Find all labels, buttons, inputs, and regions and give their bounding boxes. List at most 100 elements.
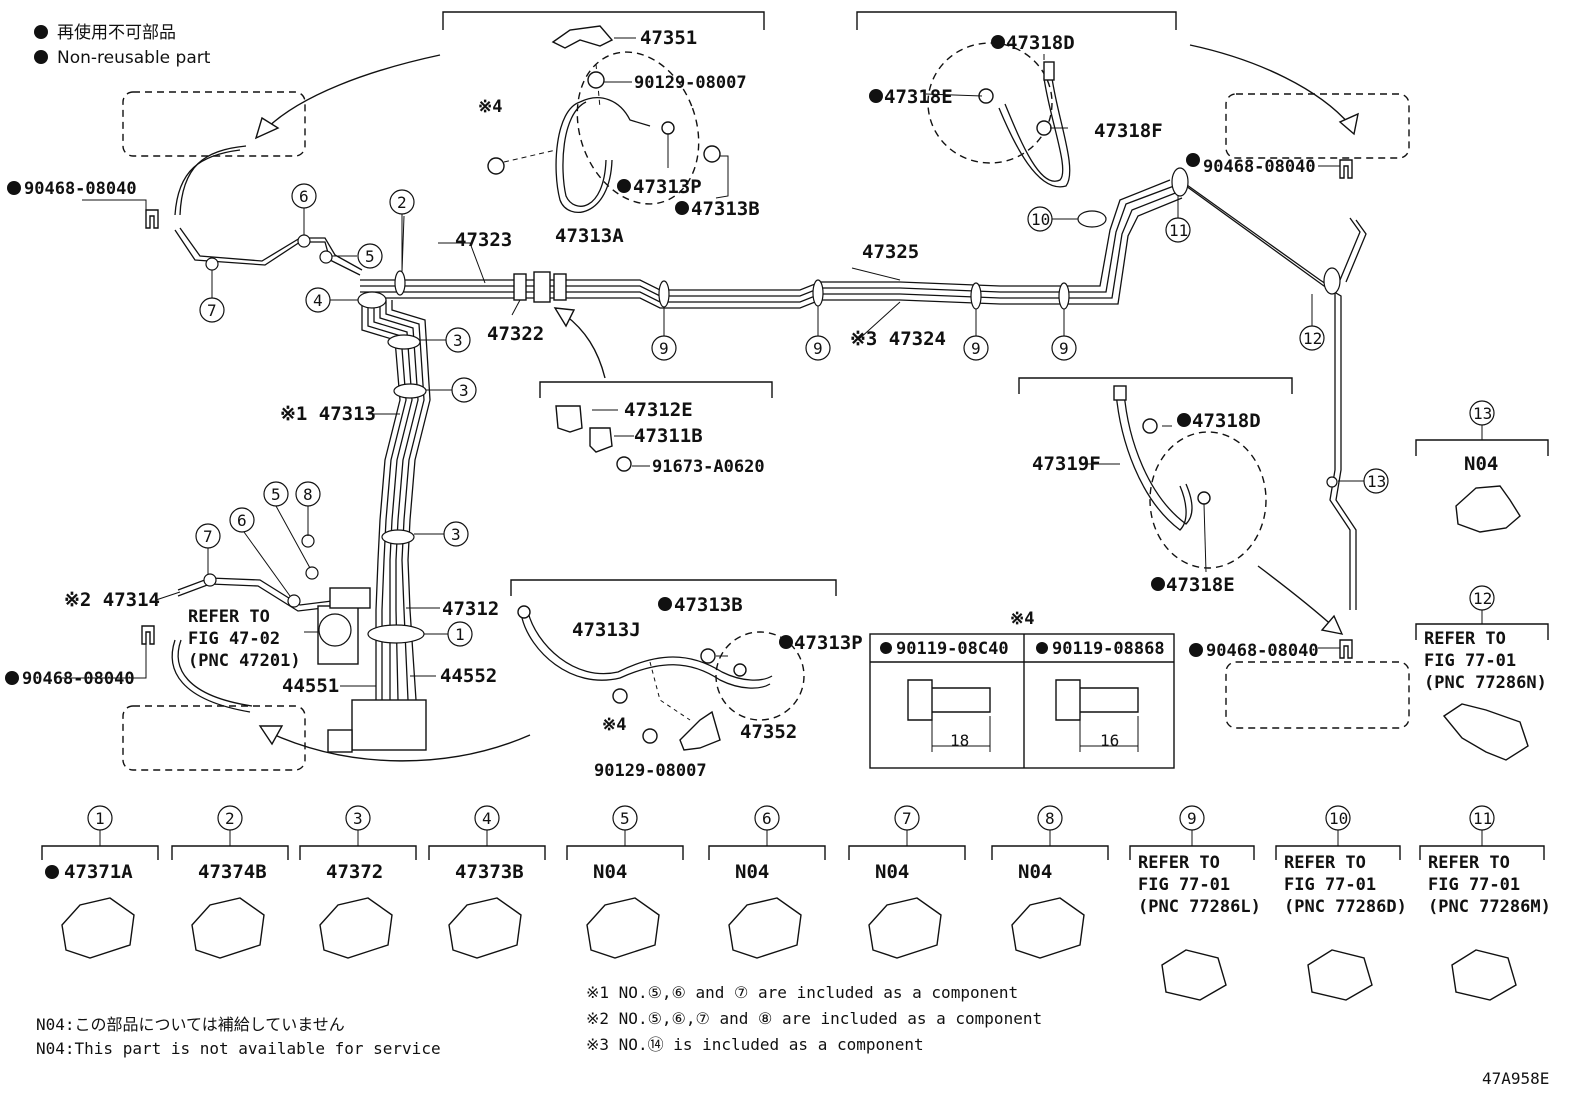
refer-box-num: 9 bbox=[1187, 809, 1197, 828]
svg-text:9: 9 bbox=[813, 339, 823, 358]
arrow-to-rear-left bbox=[267, 731, 531, 762]
main-callouts: 7 6 5 2 4 3 3 3 1 9 9 9 9 10 bbox=[195, 183, 1549, 647]
svg-text:2: 2 bbox=[397, 193, 407, 212]
refer-12-line3: (PNC 77286N) bbox=[1424, 673, 1547, 693]
legend: 再使用不可部品 Non-reusable part bbox=[34, 22, 211, 68]
bottom-part-num: 5 bbox=[620, 809, 630, 828]
refer-box-line: (PNC 77286D) bbox=[1284, 897, 1407, 917]
label-47325: 47325 bbox=[862, 241, 919, 263]
legend-jp: 再使用不可部品 bbox=[57, 22, 176, 43]
bottom-part-label: N04 bbox=[735, 861, 769, 883]
label-90129-top: 90129-08007 bbox=[634, 73, 747, 93]
bottom-part-label: N04 bbox=[875, 861, 909, 883]
clip13-title: N04 bbox=[1464, 453, 1498, 475]
label-90129-mid: 90129-08007 bbox=[594, 761, 707, 781]
label-47322: 47322 bbox=[487, 323, 544, 345]
note-n04-en: N04:This part is not available for servi… bbox=[36, 1039, 441, 1058]
label-47313P-top: 47313P bbox=[633, 176, 702, 198]
bottom-part-num: 6 bbox=[762, 809, 772, 828]
label-47312: 47312 bbox=[442, 598, 499, 620]
label-47319F: 47319F bbox=[1032, 453, 1101, 475]
refer-box-line: (PNC 77286L) bbox=[1138, 897, 1261, 917]
hose-group-47313J bbox=[517, 605, 805, 751]
label-47323: 47323 bbox=[455, 229, 512, 251]
refer-box-line: FIG 77-01 bbox=[1284, 875, 1376, 895]
wheel-area-front-right bbox=[1225, 93, 1410, 159]
main-labels: 47351 90129-08007 ※4 47313P 47313B 47313… bbox=[5, 27, 1547, 781]
bottom-part-3: 3 47372 bbox=[299, 805, 417, 959]
bottom-part-label: 47373B bbox=[455, 861, 524, 883]
svg-text:9: 9 bbox=[971, 339, 981, 358]
bottom-part-label: 47374B bbox=[198, 861, 267, 883]
arrow-head bbox=[254, 116, 280, 140]
svg-text:3: 3 bbox=[453, 331, 463, 350]
refer-4702-line2: FIG 47-02 bbox=[188, 629, 280, 649]
svg-text:12: 12 bbox=[1303, 329, 1322, 348]
refer-12-line1: REFER TO bbox=[1424, 629, 1506, 649]
svg-text:11: 11 bbox=[1169, 221, 1188, 240]
bottom-part-label: N04 bbox=[1018, 861, 1052, 883]
svg-text:9: 9 bbox=[1059, 339, 1069, 358]
bottom-part-label: N04 bbox=[593, 861, 627, 883]
arrow-head bbox=[553, 307, 576, 328]
refer-box-line: FIG 77-01 bbox=[1428, 875, 1520, 895]
label-mark4-mid: ※4 bbox=[602, 715, 626, 735]
bolt-table bbox=[869, 633, 1175, 769]
leader-lines bbox=[62, 93, 1340, 687]
svg-text:4: 4 bbox=[313, 291, 323, 310]
label-90468-left: 90468-08040 bbox=[22, 669, 135, 689]
non-reusable-dot-icon bbox=[34, 25, 48, 39]
group-bracket-top-left bbox=[442, 11, 765, 30]
label-44551: 44551 bbox=[282, 675, 339, 697]
table-col1: 90119-08C40 bbox=[896, 639, 1009, 659]
svg-text:3: 3 bbox=[459, 381, 469, 400]
table-col2: 90119-08868 bbox=[1052, 639, 1165, 659]
label-47313: ※1 47313 bbox=[280, 403, 376, 425]
label-47318E-top: 47318E bbox=[884, 86, 953, 108]
bottom-row-parts: 147371A247374B347372447373B5N046N047N048… bbox=[41, 805, 1109, 959]
arrow-head bbox=[1338, 112, 1359, 136]
refer-12-line2: FIG 77-01 bbox=[1424, 651, 1516, 671]
abs-actuator bbox=[317, 587, 427, 753]
hose-group-47318F bbox=[927, 42, 1071, 188]
clip-13-image bbox=[1455, 485, 1521, 533]
pipe-union bbox=[513, 273, 527, 301]
refer-box-line: REFER TO bbox=[1138, 853, 1220, 873]
group-bracket-middle bbox=[539, 381, 773, 398]
wheel-area-front-left bbox=[122, 91, 306, 157]
refer-box-line: FIG 77-01 bbox=[1138, 875, 1230, 895]
refer-4702-line1: REFER TO bbox=[188, 607, 270, 627]
bottom-part-label: 47372 bbox=[326, 861, 383, 883]
refer-box-line: REFER TO bbox=[1284, 853, 1366, 873]
label-47311B: 47311B bbox=[634, 425, 703, 447]
notes: N04:この部品については補給していません N04:This part is n… bbox=[36, 983, 1549, 1088]
label-47313P-mid: 47313P bbox=[794, 632, 863, 654]
note-2: ※2 NO.⑤,⑥,⑦ and ⑧ are included as a comp… bbox=[586, 1009, 1042, 1028]
label-90468-right: 90468-08040 bbox=[1206, 641, 1319, 661]
svg-text:13: 13 bbox=[1473, 404, 1492, 423]
arrow-to-joint bbox=[564, 314, 606, 379]
label-47318E-mid: 47318E bbox=[1166, 574, 1235, 596]
svg-text:9: 9 bbox=[659, 339, 669, 358]
label-47313A: 47313A bbox=[555, 225, 624, 247]
hose-group-47313A bbox=[487, 25, 729, 213]
arrow-to-front-left bbox=[264, 54, 441, 131]
bottom-part-num: 4 bbox=[482, 809, 492, 828]
refer-box-line: REFER TO bbox=[1428, 853, 1510, 873]
label-47318D-mid: 47318D bbox=[1192, 410, 1261, 432]
bottom-part-num: 8 bbox=[1045, 809, 1055, 828]
bottom-part-num: 3 bbox=[353, 809, 363, 828]
bottom-part-2: 2 47374B bbox=[171, 805, 289, 959]
label-47312E: 47312E bbox=[624, 399, 693, 421]
svg-text:13: 13 bbox=[1367, 472, 1386, 491]
label-47313B-top: 47313B bbox=[691, 198, 760, 220]
bottom-part-num: 7 bbox=[902, 809, 912, 828]
svg-text:6: 6 bbox=[299, 187, 309, 206]
wheel-area-rear-right bbox=[1225, 661, 1410, 729]
bottom-part-num: 2 bbox=[225, 809, 235, 828]
svg-text:6: 6 bbox=[237, 511, 247, 530]
refer-4702-line3: (PNC 47201) bbox=[188, 651, 301, 671]
